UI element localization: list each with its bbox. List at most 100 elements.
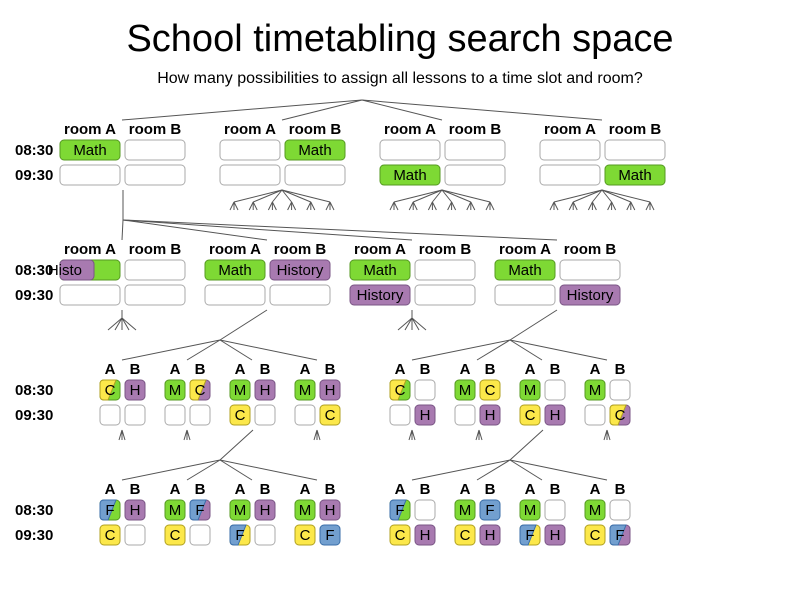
math-lesson: [204, 259, 266, 281]
history-label: Histo: [48, 262, 82, 279]
empty-slot: [454, 404, 476, 426]
time-label-0930: 09:30: [15, 527, 53, 544]
empty-slot: [609, 379, 631, 401]
empty-slot: [584, 404, 606, 426]
room-a-header: A: [300, 481, 311, 498]
chemistry-label: C: [170, 527, 181, 544]
chemistry-lesson: [454, 524, 476, 546]
time-label-0830: 08:30: [15, 502, 53, 519]
room-b-header: room B: [129, 121, 182, 138]
french-lesson-dragging: [229, 524, 247, 546]
french-lesson-dragging: [519, 524, 537, 546]
subtree-leaf: [408, 201, 414, 211]
math-label: M: [524, 382, 537, 399]
chemistry-label: C: [395, 527, 406, 544]
chemistry-lesson: [99, 524, 121, 546]
room-b-header: B: [325, 481, 336, 498]
subtree-leaf: [466, 201, 472, 211]
tree-edge: [122, 219, 268, 241]
math-label: M: [524, 502, 537, 519]
room-a-header: A: [105, 481, 116, 498]
math-lesson: [454, 379, 476, 401]
french-label: F: [235, 527, 244, 544]
subtree-edge: [441, 189, 491, 203]
subtree-edge: [441, 189, 452, 203]
history-lesson: [319, 379, 341, 401]
subtree-leaf: [411, 317, 420, 331]
time-label-0930: 09:30: [15, 287, 53, 304]
subtree-leaf: [121, 429, 126, 441]
subtree-leaf: [316, 429, 321, 441]
room-b-header: B: [195, 361, 206, 378]
subtree-leaf: [587, 201, 593, 211]
empty-slot: [539, 139, 601, 161]
empty-slot: [124, 524, 146, 546]
empty-slot: [414, 379, 436, 401]
subtree-edge: [601, 189, 612, 203]
subtree-edge: [553, 189, 603, 203]
chemistry-lesson: [584, 524, 606, 546]
empty-slot: [539, 164, 601, 186]
tree-edge: [121, 339, 221, 361]
math-label: Math: [508, 262, 541, 279]
math-lesson: [284, 139, 346, 161]
subtree-leaf: [121, 317, 130, 331]
tree-edge: [219, 459, 318, 481]
french-label: F: [395, 502, 404, 519]
room-b-header: B: [195, 481, 206, 498]
math-lesson: [519, 379, 541, 401]
subtree-leaf: [411, 317, 427, 331]
math-label: M: [169, 382, 182, 399]
room-a-header: A: [235, 361, 246, 378]
chemistry-lesson-dragging: [609, 404, 627, 426]
math-lesson: [494, 259, 556, 281]
subtree-edge: [573, 189, 603, 203]
empty-slot: [379, 139, 441, 161]
subtree-leaf: [470, 201, 476, 211]
empty-slot: [604, 139, 666, 161]
time-label-0930: 09:30: [15, 167, 53, 184]
empty-slot: [444, 139, 506, 161]
history-label: H: [485, 407, 496, 424]
empty-slot: [414, 499, 436, 521]
subtree-leaf: [233, 201, 239, 211]
empty-slot: [124, 164, 186, 186]
math-lesson: [294, 499, 316, 521]
subtree-leaf: [447, 201, 453, 211]
subtree-leaf: [553, 201, 559, 211]
french-label: F: [195, 502, 204, 519]
subtree-leaf: [271, 201, 277, 211]
math-label: M: [459, 382, 472, 399]
subtree-leaf: [611, 201, 617, 211]
empty-slot: [124, 259, 186, 281]
subtree-leaf: [431, 201, 437, 211]
time-label-0830: 08:30: [15, 262, 53, 279]
subtree-leaf: [649, 201, 655, 211]
chemistry-lesson: [389, 524, 411, 546]
french-label: F: [615, 527, 624, 544]
room-a-header: A: [590, 481, 601, 498]
subtree-leaf: [549, 201, 555, 211]
empty-slot: [99, 404, 121, 426]
empty-slot: [294, 404, 316, 426]
subtree-edge: [272, 189, 283, 203]
subtree-leaf: [393, 201, 399, 211]
tree-edge: [509, 459, 543, 481]
empty-slot: [204, 284, 266, 306]
empty-slot: [444, 164, 506, 186]
empty-slot: [59, 164, 121, 186]
subtree-edge: [441, 189, 471, 203]
root-edge: [361, 99, 443, 121]
chemistry-lesson: [479, 379, 501, 401]
tree-edge: [219, 339, 253, 361]
room-a-header: A: [170, 481, 181, 498]
chemistry-label: C: [105, 382, 116, 399]
diagram-title: School timetabling search space: [126, 18, 674, 60]
history-lesson: [124, 499, 146, 521]
room-a-header: A: [300, 361, 311, 378]
history-lesson: [544, 404, 566, 426]
history-label: H: [260, 382, 271, 399]
subtree-leaf: [412, 201, 418, 211]
room-a-header: A: [460, 481, 471, 498]
